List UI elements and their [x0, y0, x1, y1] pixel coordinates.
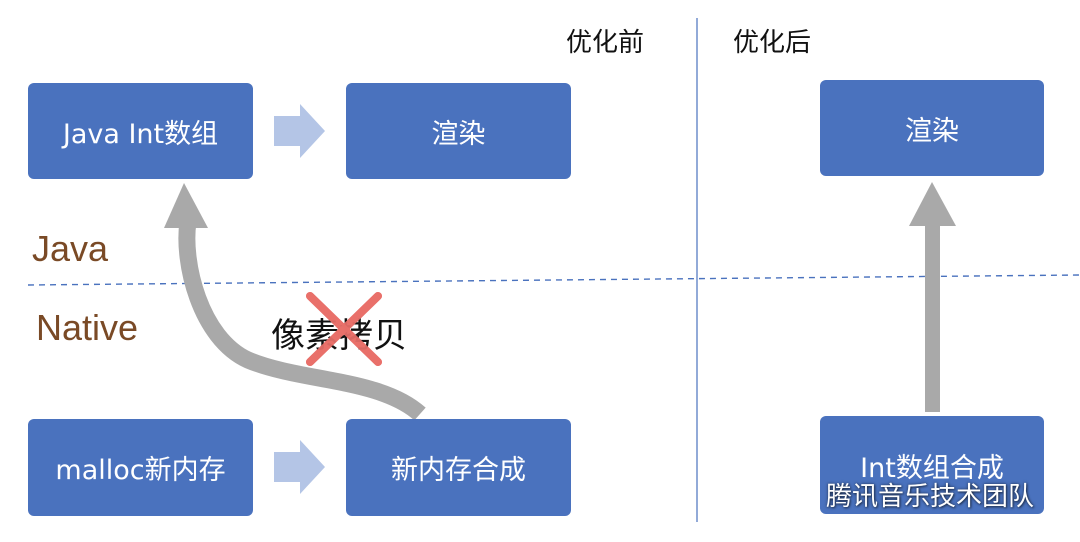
wechat-watermark: 腾讯音乐技术团队: [782, 476, 1034, 513]
arrow-malloc-to-compose: [274, 440, 325, 494]
wechat-icon: [783, 480, 817, 508]
pixel-copy-label: 像素拷贝: [271, 316, 407, 356]
arrow-after-shaft: [925, 224, 940, 412]
before-header: 优化前: [566, 28, 645, 58]
arrow-compose-to-java-array-head: [164, 183, 208, 228]
render-box-after: 渲染: [820, 80, 1044, 176]
malloc-box: malloc新内存: [28, 419, 253, 516]
compose-box-before: 新内存合成: [346, 419, 571, 516]
arrow-after-head: [909, 182, 956, 226]
after-header: 优化后: [733, 28, 812, 58]
render-box-before: 渲染: [346, 83, 571, 179]
java-layer-label: Java: [32, 228, 109, 269]
arrow-java-to-render: [274, 104, 325, 158]
int-array-compose-box: Int数组合成: [820, 416, 1044, 514]
watermark-text: 腾讯音乐技术团队: [826, 482, 1035, 512]
arrow-compose-to-java-array: [178, 220, 426, 421]
java-int-array-box: Java Int数组: [28, 83, 253, 179]
native-layer-label: Native: [36, 307, 139, 348]
